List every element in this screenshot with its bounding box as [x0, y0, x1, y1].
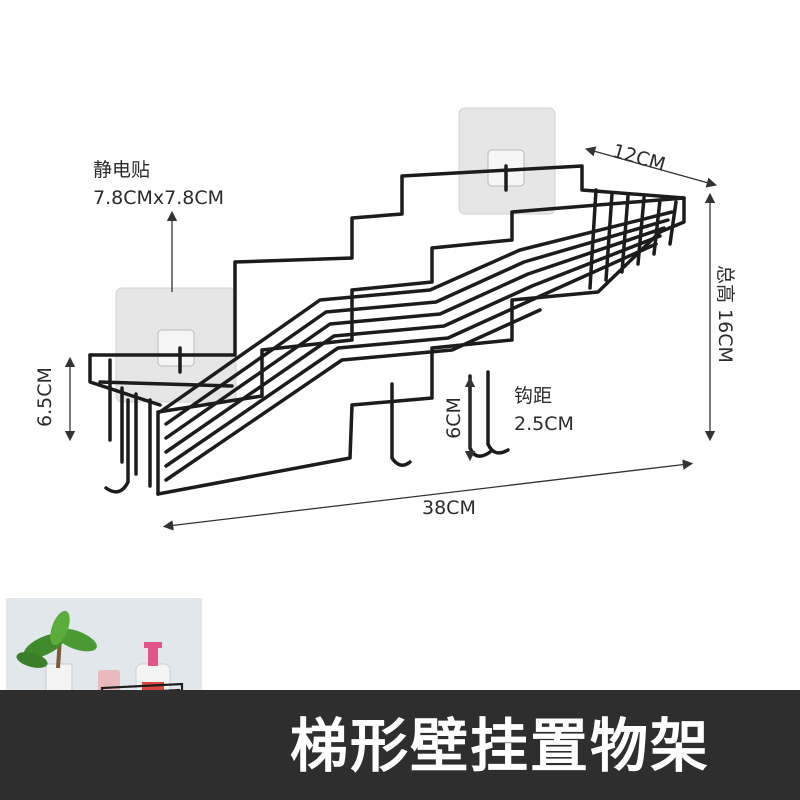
- title-band: [0, 690, 800, 800]
- hook-spacing-name-label: 钩距: [514, 385, 553, 407]
- sticker-right: [458, 107, 556, 215]
- width-label: 38CM: [422, 497, 476, 519]
- sticker-name-label: 静电贴: [93, 159, 151, 181]
- sticker-left: [115, 287, 237, 403]
- total-height-label: 总高 16CM: [714, 265, 736, 363]
- product-title: 梯形壁挂置物架: [289, 712, 710, 780]
- hook-spacing-value-label: 2.5CM: [514, 413, 574, 435]
- sticker-size-label: 7.8CMx7.8CM: [93, 187, 224, 209]
- hook-height-label: 6CM: [443, 397, 465, 439]
- left-height-label: 6.5CM: [34, 367, 56, 427]
- wire-rack: [88, 164, 686, 496]
- dimension-lines: [64, 146, 718, 531]
